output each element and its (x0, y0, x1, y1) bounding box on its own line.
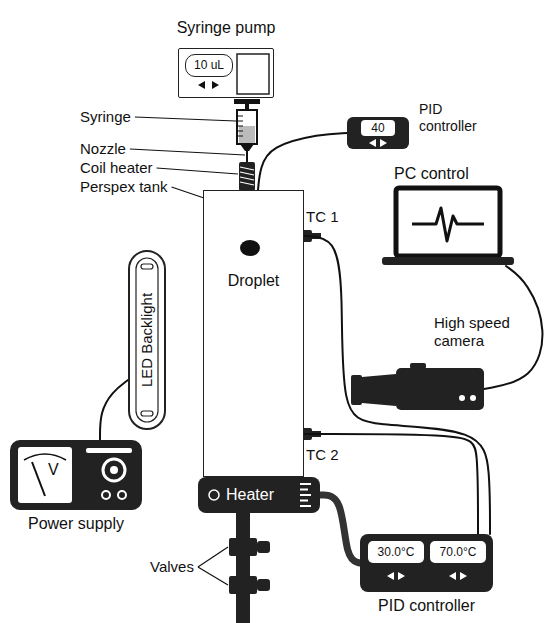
perspex-tank: Droplet (203, 190, 304, 477)
node-decoration (204, 191, 305, 478)
part-label: Syringe (80, 108, 131, 126)
node-decoration (396, 368, 484, 410)
volume-display: 10 uL (185, 54, 233, 77)
device-label: PC control (394, 164, 469, 183)
meter-unit: V (48, 460, 59, 479)
node-decoration (179, 49, 275, 99)
wire (304, 434, 478, 534)
arrow-button (212, 81, 219, 89)
heater-cable (320, 495, 360, 563)
node-decoration (382, 186, 514, 266)
setpoint-display: 40 (361, 120, 395, 136)
node-decoration (10, 440, 142, 510)
camera-lens-drawing (351, 374, 396, 406)
temperature-display: 30.0°C (368, 541, 424, 563)
wire (100, 380, 128, 440)
leader-line (172, 187, 204, 198)
device-label: LED Backlight (138, 293, 156, 387)
part-label: Valves (150, 558, 194, 576)
pid-controller-box: 30.0°C70.0°CPID controller (360, 534, 493, 592)
power-supply-box: VPower supply (10, 440, 142, 510)
arrow-button (460, 572, 467, 580)
arrow-button (380, 139, 387, 147)
arrow-button (387, 572, 394, 580)
led-backlight: LED Backlight (128, 250, 166, 430)
laptop-box: PC control (382, 186, 514, 266)
device-label: Power supply (28, 514, 124, 533)
leader-line (157, 168, 238, 174)
sensor-label: TC 1 (306, 208, 339, 226)
device-label: Heater (226, 485, 274, 504)
leader-line (198, 547, 228, 567)
sensor-label: TC 2 (306, 446, 339, 464)
heater-box: Heater (198, 477, 320, 513)
leader-line (198, 567, 228, 585)
device-label: Syringe pump (177, 18, 276, 37)
part-label: Perspex tank (80, 178, 168, 196)
syringe-drawing (234, 99, 260, 163)
valve-drawing (229, 512, 270, 623)
leader-line (135, 117, 236, 121)
wire (304, 236, 490, 534)
pid-controller-box: 40PID controller (347, 117, 409, 149)
part-label: Nozzle (80, 140, 126, 158)
device-label: High speed camera (434, 314, 534, 350)
droplet-label: Droplet (228, 271, 280, 290)
part-label: Coil heater (80, 159, 153, 177)
arrow-button (449, 572, 456, 580)
device-label: PID controller (419, 101, 491, 135)
arrow-button (369, 139, 376, 147)
arrow-button (198, 81, 205, 89)
arrow-button (398, 572, 405, 580)
device-label: PID controller (378, 596, 475, 615)
wire (258, 133, 347, 190)
syringe-pump-box: Syringe pump10 uL (178, 48, 274, 98)
camera-box: High speed camera (396, 368, 484, 410)
temperature-display: 70.0°C (430, 541, 486, 563)
leader-line (130, 149, 245, 155)
